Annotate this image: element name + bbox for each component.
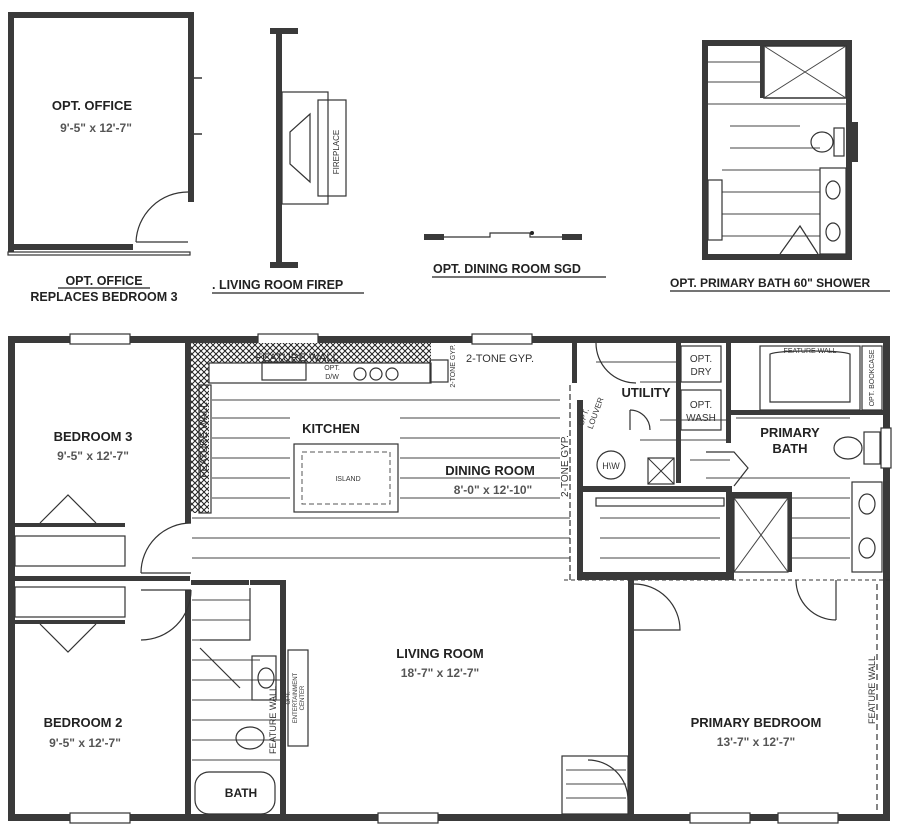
bedroom2-name: BEDROOM 2: [44, 715, 123, 730]
opt-wash-2: WASH: [686, 413, 716, 424]
opt-wash-1: OPT.: [690, 400, 712, 411]
inset-bath: OPT. PRIMARY BATH 60" SHOWER: [670, 40, 890, 292]
opt-dw-2: D/W: [325, 374, 339, 381]
bedroom3-dim: 9'-5" x 12'-7": [57, 449, 129, 463]
living-dim: 18'-7" x 12'-7": [401, 666, 479, 680]
kitchen-name: KITCHEN: [302, 421, 360, 436]
island-label: ISLAND: [335, 476, 360, 483]
floor-lines: [192, 361, 850, 761]
office-room-name: OPT. OFFICE: [52, 98, 133, 113]
inset-office: OPT. OFFICE 9'-5" x 12'-7" OPT. OFFICE R…: [7, 12, 202, 304]
office-room-dim: 9'-5" x 12'-7": [60, 121, 132, 135]
bath-name: BATH: [225, 786, 257, 800]
fireplace-caption: . LIVING ROOM FIREP: [212, 278, 343, 292]
inset-fireplace: FIREPLACE . LIVING ROOM FIREP: [212, 28, 364, 294]
sgd-caption: OPT. DINING ROOM SGD: [433, 262, 581, 276]
feature-wall-kitchen: FEATURE WALL: [255, 352, 338, 364]
bookcase-label: OPT. BOOKCASE: [869, 349, 876, 406]
primary-bath-feature-wall: FEATURE WALL: [784, 348, 837, 355]
utility-name: UTILITY: [621, 385, 670, 400]
living-name: LIVING ROOM: [396, 646, 483, 661]
water-heater-label: H\W: [602, 461, 620, 471]
ent-center-3: CENTER: [300, 685, 306, 710]
bedroom3-name: BEDROOM 3: [54, 429, 133, 444]
feature-wall-bath: FEATURE WALL: [268, 686, 278, 754]
primary-bedroom-name: PRIMARY BEDROOM: [691, 715, 822, 730]
office-caption-2: REPLACES BEDROOM 3: [30, 290, 177, 304]
bedroom2-dim: 9'-5" x 12'-7": [49, 736, 121, 750]
opt-dw-1: OPT.: [324, 365, 340, 372]
opt-dry-1: OPT.: [690, 354, 712, 365]
primary-bath-name-2: BATH: [772, 441, 807, 456]
two-tone-small: 2-TONE GYP.: [450, 344, 457, 387]
primary-bedroom-dim: 13'-7" x 12'-7": [717, 735, 795, 749]
opt-dry-2: DRY: [691, 367, 712, 378]
bath-inset-caption: OPT. PRIMARY BATH 60" SHOWER: [670, 276, 870, 290]
ent-center-2: ENTERTAINMENT: [293, 672, 299, 723]
dining-dim: 8'-0" x 12'-10": [454, 483, 532, 497]
ent-center-1: OPT.: [286, 691, 292, 705]
inset-sgd: OPT. DINING ROOM SGD: [424, 231, 606, 278]
office-caption-1: OPT. OFFICE: [65, 274, 142, 288]
feature-wall-primary: FEATURE WALL: [867, 656, 877, 724]
main-plan: [8, 333, 892, 824]
fireplace-label: FIREPLACE: [332, 130, 341, 174]
feature-wall-left: FEATURE WALL: [199, 402, 210, 478]
dining-name: DINING ROOM: [445, 463, 535, 478]
two-tone-horizontal: 2-TONE GYP.: [466, 353, 534, 365]
two-tone-vertical: 2-TONE GYP.: [560, 435, 571, 497]
primary-bath-name-1: PRIMARY: [760, 425, 820, 440]
